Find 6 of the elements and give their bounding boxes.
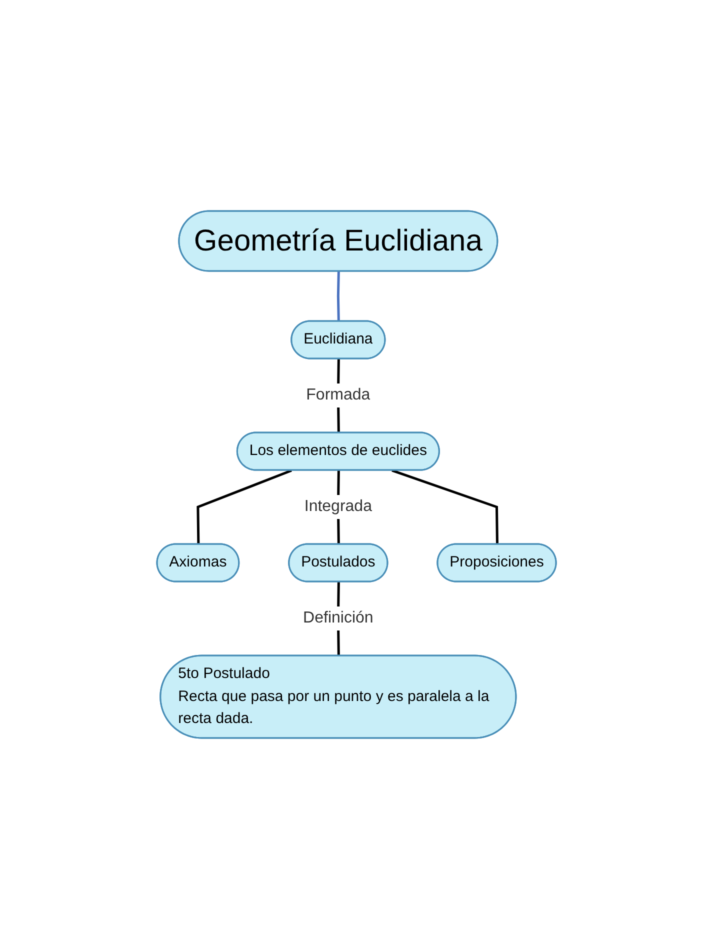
edge-label: Definición	[303, 608, 374, 626]
connector	[196, 468, 292, 544]
connector	[336, 270, 340, 322]
edge-label: Integrada	[304, 497, 372, 514]
edge-label: Formada	[306, 386, 370, 403]
connector	[392, 468, 498, 544]
